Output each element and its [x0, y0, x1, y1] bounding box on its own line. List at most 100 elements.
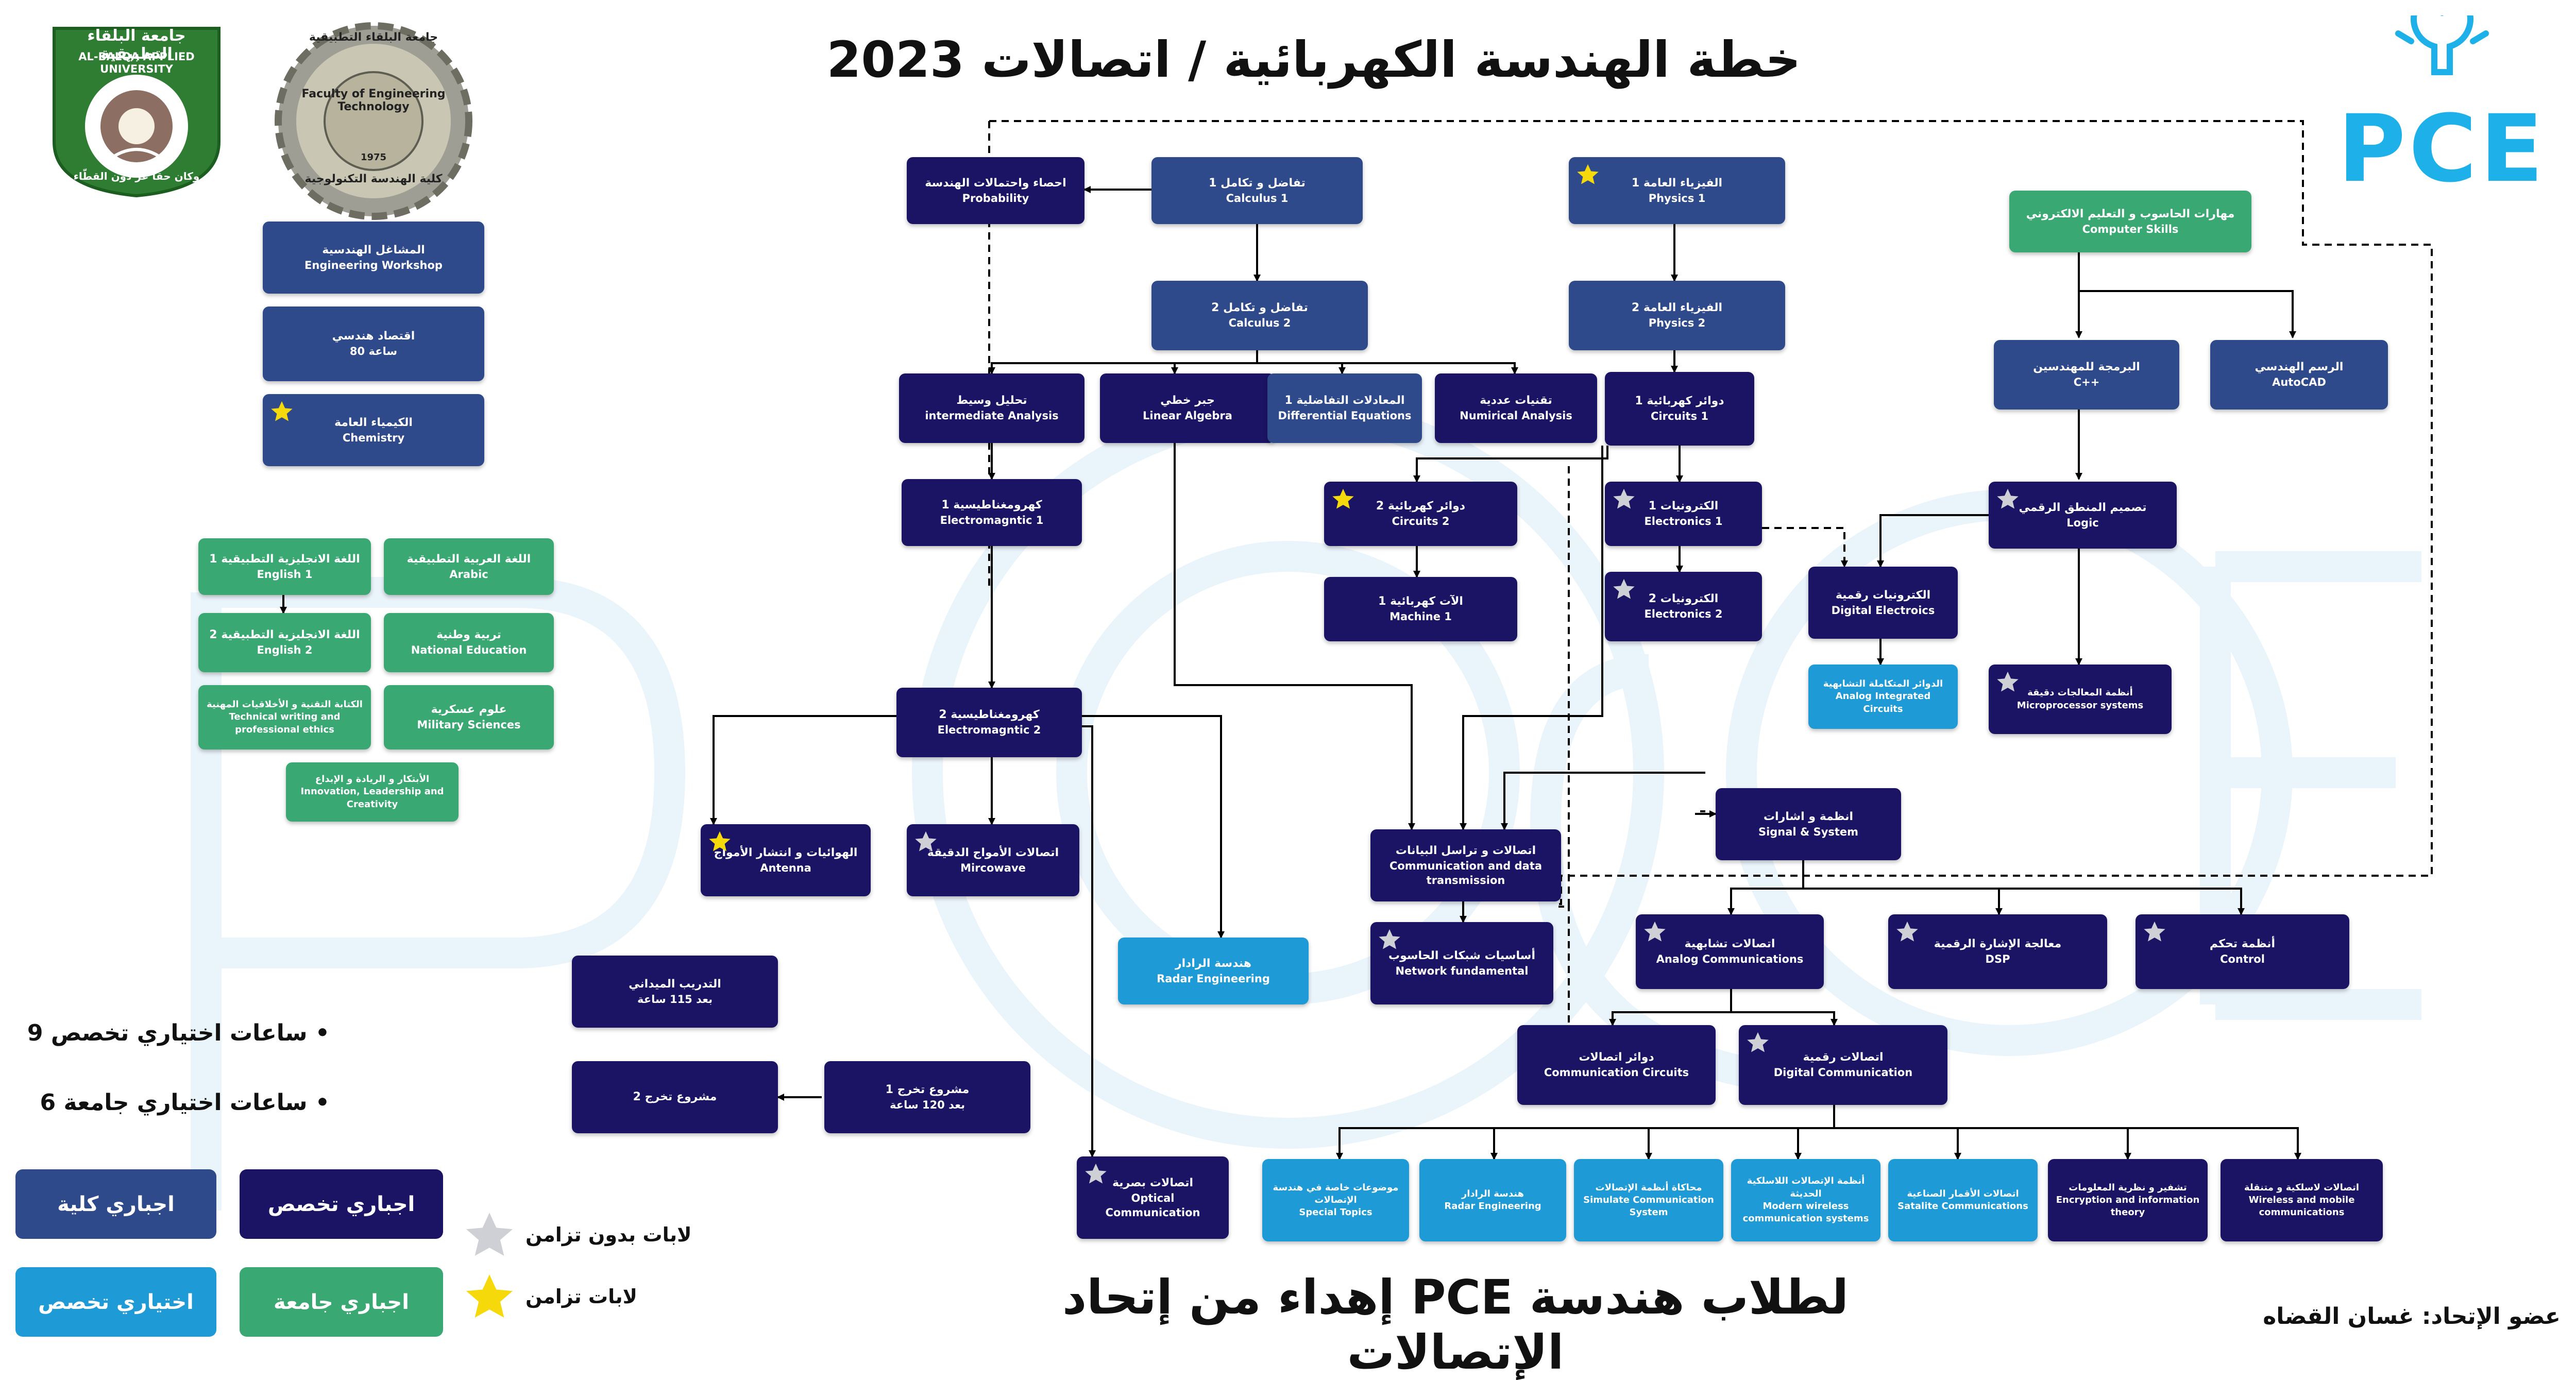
- course-ar: اتصالات الأمواج الدقيقة: [927, 846, 1059, 859]
- course-ar: تحليل وسيط: [956, 394, 1027, 407]
- page-title: خطة الهندسة الكهربائية / اتصالات 2023: [826, 31, 1801, 89]
- course-arabic[interactable]: اللغة العربية التطبيقية Arabic: [384, 538, 554, 595]
- course-ar: الأبتكار و الريادة و الإبداع: [315, 774, 430, 785]
- course-ar: محاكاة أنظمة الإتصالات: [1595, 1182, 1702, 1193]
- course-en: DSP: [1985, 953, 2010, 966]
- star-silver-icon: [1896, 921, 1918, 942]
- university-logo-arabic: جامعة البلقاء التطبيقية: [87, 27, 186, 63]
- course-en: Modern wireless communication systems: [1742, 1201, 1869, 1224]
- star-silver-icon: [1997, 488, 2019, 509]
- course-workshop[interactable]: المشاغل الهندسية Engineering Workshop: [263, 222, 484, 294]
- star-gold-icon: [271, 401, 293, 421]
- course-ar: المشاغل الهندسية: [322, 243, 425, 257]
- course-ar: التدريب الميداني: [629, 977, 721, 991]
- prerequisite-lines: [280, 120, 2433, 1160]
- course-en: Circuits 1: [1650, 410, 1709, 423]
- legend-labs-no-sync: لابات بدون تزامن: [526, 1223, 692, 1246]
- course-ar: احصاء واحتمالات الهندسة: [925, 176, 1066, 190]
- course-en: Mircowave: [960, 861, 1026, 874]
- course-ar: الكيمياء العامة: [334, 416, 413, 429]
- course-ar: أساسيات شبكات الحاسوب: [1388, 949, 1535, 962]
- course-en: Innovation, Leadership and Creativity: [300, 786, 444, 810]
- legend-major-elective: اختياري تخصص: [15, 1267, 216, 1337]
- star-silver-icon: [1085, 1163, 1107, 1184]
- star-silver-icon: [1747, 1032, 1769, 1052]
- course-en: Radar Engineering: [1444, 1201, 1541, 1212]
- course-ar: تفاضل و تكامل 2: [1211, 301, 1308, 315]
- course-ar: تفاضل و تكامل 1: [1209, 176, 1306, 190]
- star-gold-icon: [1332, 488, 1354, 509]
- course-en: Engineering Workshop: [304, 259, 443, 271]
- course-ar: مشروع تخرج 1: [885, 1083, 970, 1096]
- course-en: Arabic: [449, 568, 488, 581]
- course-network-fundamental[interactable]: أساسيات شبكات الحاسوب Network fundamental: [1370, 922, 1553, 1004]
- course-ar: علوم عسكرية: [431, 703, 507, 717]
- course-ar: اللغة العربية التطبيقية: [406, 552, 531, 566]
- course-ar: الهوائيات و انتشار الأمواج: [714, 846, 858, 859]
- course-en: Chemistry: [342, 431, 405, 444]
- star-gold-icon: [709, 831, 731, 851]
- course-chemistry[interactable]: الكيمياء العامة Chemistry: [263, 394, 484, 466]
- course-graduation-project2[interactable]: مشروع تخرج 2: [572, 1061, 778, 1133]
- course-en: Satalite Communications: [1897, 1201, 2028, 1212]
- course-microwave[interactable]: اتصالات الأمواج الدقيقة Mircowave: [907, 824, 1079, 896]
- course-en: Electronics 2: [1644, 608, 1723, 621]
- course-en: Analog Integrated Circuits: [1835, 691, 1931, 714]
- course-ar: الآت كهربائية 1: [1378, 595, 1463, 608]
- star-silver-icon: [2144, 921, 2165, 942]
- course-en: Network fundamental: [1395, 964, 1529, 977]
- course-ar: دوائر كهربائية 2: [1376, 500, 1466, 513]
- legend-star-silver-icon: [466, 1213, 513, 1256]
- course-en: Special Topics: [1299, 1207, 1372, 1218]
